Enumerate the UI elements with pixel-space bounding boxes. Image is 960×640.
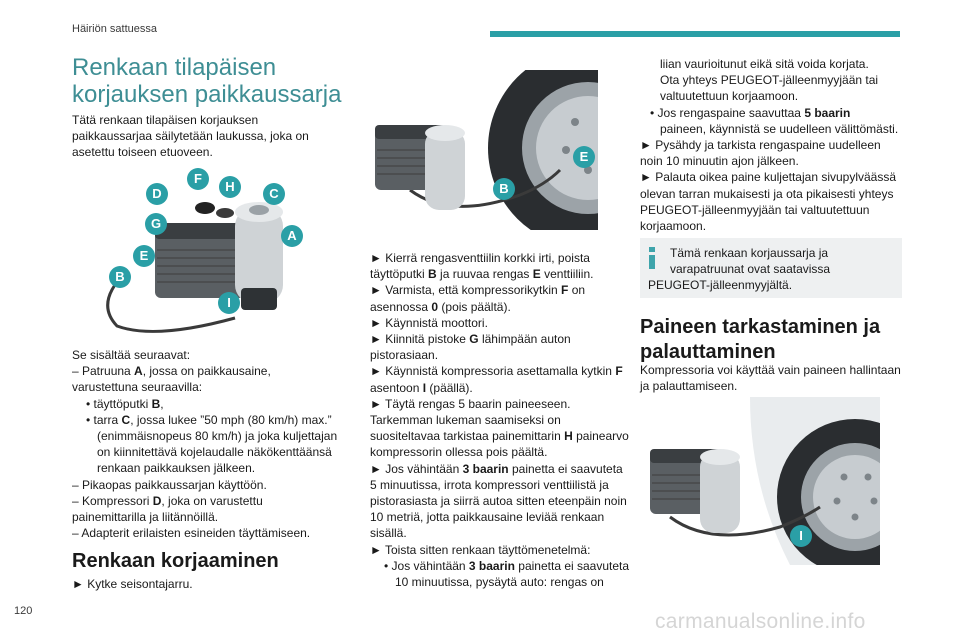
- step-item: ► Palauta oikea paine kuljettajan sivupy…: [640, 170, 897, 185]
- callout-h: H: [219, 176, 241, 198]
- callout-a: A: [281, 225, 303, 247]
- list-item: – Adapterit erilaisten esineiden täyttäm…: [72, 526, 311, 541]
- callout-f: F: [187, 168, 209, 190]
- section-title: Häiriön sattuessa: [72, 23, 157, 35]
- step-item: ► Pysähdy ja tarkista rengaspaine uudell…: [640, 138, 881, 153]
- step-item: ► Kiinnitä pistoke G lähimpään auton: [370, 332, 571, 347]
- step-item: ► Jos vähintään 3 baarin painetta ei saa…: [370, 461, 623, 476]
- step-item: ► Käynnistä moottori.: [370, 315, 488, 330]
- step-item: ► Käynnistä kompressoria asettamalla kyt…: [370, 364, 623, 379]
- callout-i-switch: I: [790, 525, 812, 547]
- list-item: • täyttöputki B,: [86, 396, 164, 411]
- intro-paragraph: Tätä renkaan tilapäisen korjauksen paikk…: [72, 113, 309, 160]
- list-item: – Kompressori D, joka on varustettu: [72, 493, 263, 508]
- tire-valve-illustration: E B: [370, 48, 688, 248]
- contents-list: Se sisältää seuraavat: – Patruuna A, jos…: [72, 348, 338, 541]
- callout-d: D: [146, 183, 168, 205]
- step-item: ► Kierrä rengasventtiilin korkki irti, p…: [370, 251, 590, 265]
- repair-steps: ► Kierrä rengasventtiilin korkki irti, p…: [370, 251, 630, 590]
- continued-steps: liian vaurioitunut eikä sitä voida korja…: [640, 57, 899, 234]
- callout-b: B: [109, 266, 131, 288]
- callout-b-tube: B: [493, 178, 515, 200]
- compressor-wheel-illustration: I: [640, 397, 933, 575]
- info-icon: [649, 247, 655, 269]
- heading-tire-repair: Renkaan korjaaminen: [72, 550, 279, 572]
- heading-pressure-check: Paineen tarkastaminen ja palauttaminen: [640, 316, 881, 363]
- page-title: Renkaan tilapäisen korjauksen paikkaussa…: [72, 54, 342, 108]
- step-item: ► Varmista, että kompressorikytkin F on: [370, 283, 586, 298]
- repair-kit-drawing: [106, 202, 283, 333]
- page-number: 120: [14, 605, 33, 617]
- compressor-wheel-drawing: [640, 397, 933, 575]
- repair-kit-illustration: F D H C G A E B I: [95, 168, 320, 340]
- callout-i: I: [218, 292, 240, 314]
- list-item: • tarra C, jossa lukee ”50 mph (80 km/h)…: [86, 412, 332, 427]
- step-parking-brake: ► Kytke seisontajarru.: [72, 577, 193, 591]
- header-accent-bar: [490, 31, 900, 37]
- callout-e-valve: E: [573, 146, 595, 168]
- callout-e: E: [133, 245, 155, 267]
- watermark: carmanualsonline.info: [655, 610, 866, 633]
- list-item: – Pikaopas paikkaussarjan käyttöön.: [72, 477, 267, 492]
- callout-c: C: [263, 183, 285, 205]
- pressure-paragraph: Kompressoria voi käyttää vain paineen ha…: [640, 363, 901, 394]
- info-box: [640, 238, 902, 298]
- list-item: – Patruuna A, jossa on paikkausaine,: [72, 364, 271, 379]
- callout-g: G: [145, 213, 167, 235]
- info-text: Tämä renkaan korjaussarja ja varapatruun…: [648, 246, 831, 293]
- step-item: ► Täytä rengas 5 baarin paineeseen.: [370, 396, 571, 411]
- step-item: ► Toista sitten renkaan täyttömenetelmä:: [370, 542, 591, 557]
